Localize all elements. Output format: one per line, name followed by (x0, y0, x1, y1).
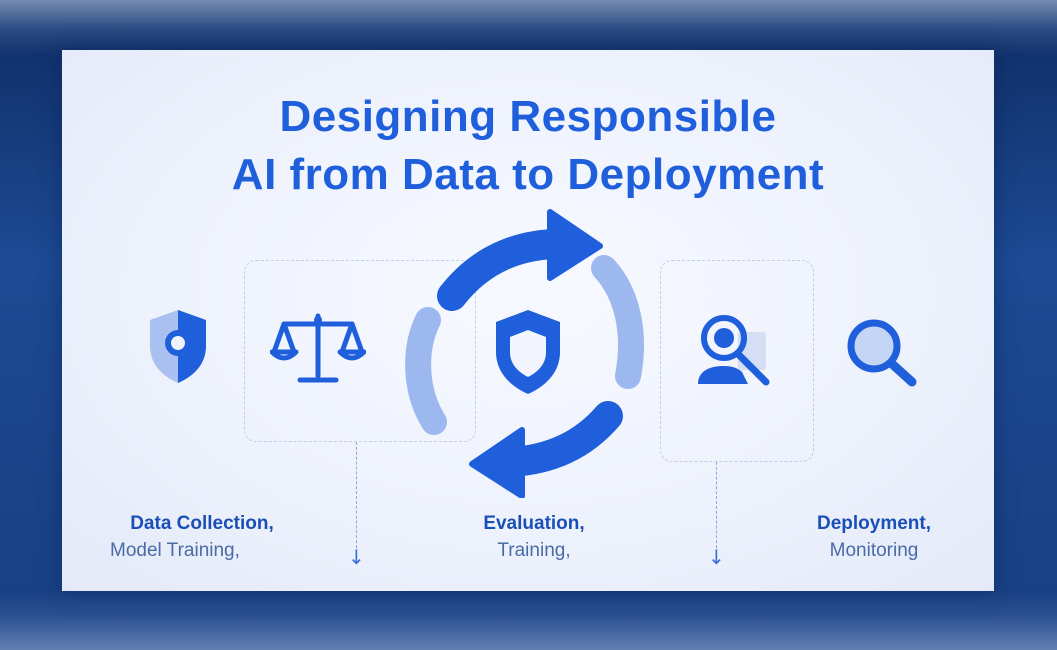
stage-label-right: Deployment, Monitoring (774, 510, 974, 564)
connector-right (716, 462, 717, 548)
connector-left-arrow-icon: ↓ (348, 545, 365, 569)
balance-scale-icon (270, 313, 366, 383)
title-line-1: Designing Responsible (279, 92, 777, 141)
shield-icon (496, 310, 560, 394)
stage-label-right-line1: Deployment, (816, 513, 932, 534)
stage-label-center: Evaluation, Training, (434, 510, 634, 564)
magnifier-icon (847, 319, 917, 387)
slide: Designing Responsible AI from Data to De… (62, 50, 994, 591)
page-title: Designing Responsible AI from Data to De… (62, 88, 994, 204)
cycle-arrows-icon (405, 209, 644, 498)
connector-right-arrow-icon: ↓ (708, 545, 725, 569)
stage-label-left-line2: Model Training, (110, 540, 240, 561)
title-line-2: AI from Data to Deployment (231, 150, 825, 199)
stage-label-left-line1: Data Collection, (130, 513, 274, 534)
right-group-box (660, 260, 814, 462)
left-group-box (244, 260, 476, 442)
user-search-icon (698, 315, 770, 386)
stage-label-center-line1: Evaluation, (483, 513, 585, 534)
stage-label-left: Data Collection, Model Training, (102, 510, 302, 564)
stage-label-right-line2: Monitoring (829, 540, 919, 561)
connector-left (356, 442, 357, 548)
stage-label-center-line2: Training, (497, 540, 571, 561)
shield-check-icon (150, 310, 206, 383)
